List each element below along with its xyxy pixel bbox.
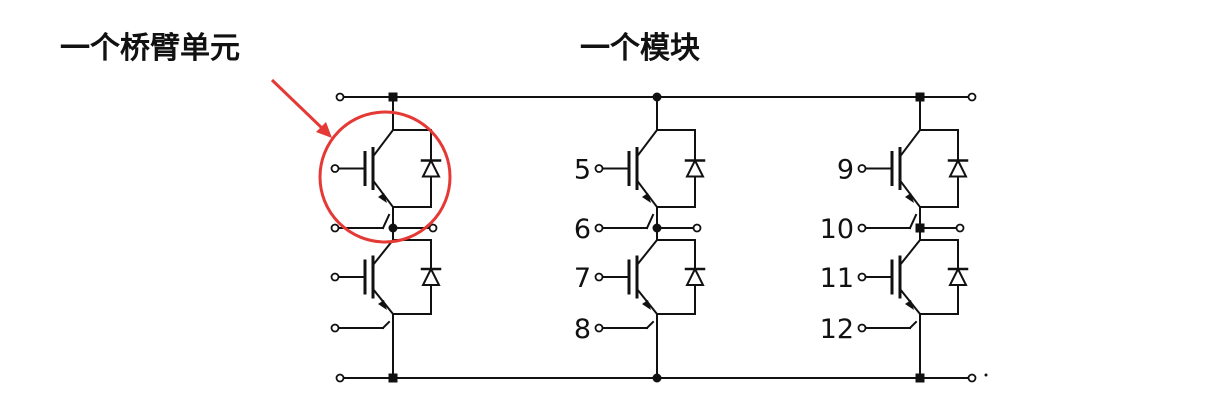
emitter-arrow: [378, 193, 387, 203]
freewheeling-diode-icon: [919, 129, 969, 208]
terminal-pin-icon: [594, 164, 604, 173]
pin-label-8: 8: [574, 314, 591, 345]
emitter-arrow: [905, 193, 914, 203]
igbt-switch-cell: [363, 231, 442, 323]
junction-dot-icon: [915, 373, 925, 383]
igbt-transistor-icon: [627, 121, 659, 216]
terminal-pin-icon: [330, 272, 340, 282]
pin-label-6: 6: [574, 214, 591, 245]
igbt-transistor-icon: [890, 121, 922, 216]
igbt-transistor-icon: [363, 121, 395, 216]
terminal-pin-icon: [428, 223, 438, 233]
inverter-circuit: 5 6 7 8 9 10 11 12: [330, 92, 988, 383]
wire: [635, 238, 659, 267]
freewheeling-diode-icon: [656, 129, 706, 208]
wire: [635, 128, 659, 158]
diode-triangle: [948, 158, 968, 178]
junction-dot-icon: [388, 92, 398, 102]
wire: [645, 320, 655, 330]
igbt-switch-cell: [890, 231, 969, 323]
wire: [371, 128, 395, 158]
terminal-pin-icon: [330, 223, 340, 233]
pin-label-7: 7: [574, 263, 591, 294]
bridge-arm-unit-label: 一个桥臂单元: [60, 31, 240, 66]
diode-triangle: [421, 266, 441, 286]
wire: [898, 128, 922, 158]
terminal-pin-icon: [692, 223, 702, 233]
bridge-arm-highlight-circle: [318, 110, 452, 244]
pin-label-9: 9: [837, 155, 854, 186]
igbt-switch-cell: [363, 121, 442, 216]
junction-dot-icon: [388, 373, 398, 383]
emitter-arrow: [378, 300, 387, 310]
igbt-transistor-icon: [627, 231, 659, 323]
terminal-pin-icon: [967, 92, 977, 102]
diode-triangle: [421, 158, 441, 178]
terminal-pin-icon: [594, 323, 604, 333]
wire: [371, 238, 395, 267]
terminal-pin-icon: [857, 323, 867, 333]
terminal-pin-icon: [857, 272, 867, 282]
freewheeling-diode-icon: [656, 239, 706, 315]
diode-triangle: [948, 266, 968, 286]
igbt-switch-cell: [890, 121, 969, 216]
pin-label-5: 5: [574, 155, 591, 186]
igbt-transistor-icon: [363, 231, 395, 323]
terminal-pin-icon: [330, 323, 340, 333]
bridge-leg-1: [330, 92, 442, 383]
emitter-arrow: [642, 193, 651, 203]
igbt-transistor-icon: [890, 231, 922, 323]
terminal-pin-icon: [330, 164, 340, 173]
pin-label-12: 12: [820, 314, 854, 345]
wire: [908, 213, 918, 230]
bridge-leg-2: 5 6 7 8: [574, 92, 706, 383]
terminal-pin-icon: [335, 92, 345, 102]
igbt-switch-cell: [627, 121, 706, 216]
terminal-pin-icon: [335, 373, 345, 383]
freewheeling-diode-icon: [392, 239, 442, 315]
wire: [381, 320, 391, 330]
annotation-arrow: [270, 78, 332, 138]
wire: [645, 213, 655, 230]
emitter-arrow: [642, 300, 651, 310]
wire: [381, 213, 391, 230]
junction-dot-icon: [652, 373, 662, 383]
diode-triangle: [685, 158, 705, 178]
junction-dot-icon: [915, 92, 925, 102]
terminal-pin-icon: [594, 272, 604, 282]
wire: [908, 320, 918, 330]
terminal-pin-icon: [967, 373, 977, 383]
module-label: 一个模块: [580, 31, 700, 66]
terminal-pin-icon: [955, 223, 965, 233]
terminal-pin-icon: [857, 223, 867, 233]
pin-label-10: 10: [820, 214, 854, 245]
freewheeling-diode-icon: [919, 239, 969, 315]
freewheeling-diode-icon: [392, 129, 442, 208]
pin-label-11: 11: [820, 263, 854, 294]
terminal-pin-icon: [857, 164, 867, 173]
bridge-leg-3: 9 10 11 12: [820, 92, 969, 383]
terminal-pin-icon: [594, 223, 604, 233]
diode-triangle: [685, 266, 705, 286]
emitter-arrow: [905, 300, 914, 310]
stray-dot: [984, 373, 988, 377]
wire: [898, 238, 922, 267]
igbt-switch-cell: [627, 231, 706, 323]
junction-dot-icon: [652, 92, 662, 102]
